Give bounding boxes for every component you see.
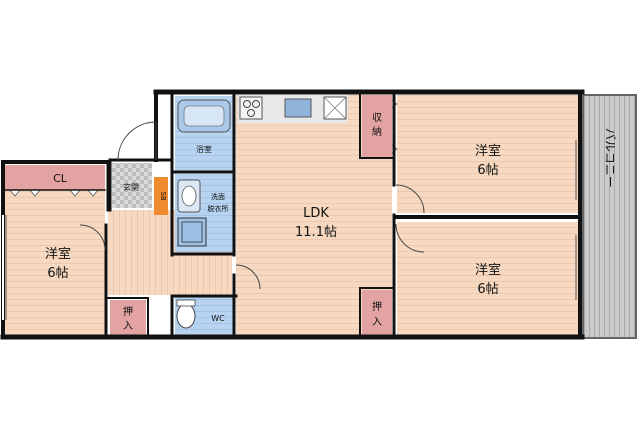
- bath-label: 浴室: [196, 144, 212, 154]
- oshiire-west-label-1: 押: [123, 305, 133, 318]
- west-room-name: 洋室: [45, 246, 71, 262]
- ldk-name: LDK: [303, 206, 329, 221]
- se-room-name: 洋室: [475, 262, 501, 278]
- ne-room-name: 洋室: [475, 143, 501, 159]
- ldk-size: 11.1帖: [295, 225, 337, 240]
- shoebox-label: SB: [159, 191, 167, 200]
- balcony: [582, 94, 637, 339]
- storage-label-1: 収: [372, 112, 382, 124]
- washroom-label-1: 洗面: [211, 192, 225, 201]
- entrance-label: 玄関: [123, 182, 139, 192]
- ne-room-size: 6帖: [477, 163, 498, 178]
- balcony-label: バルコニー: [603, 128, 617, 188]
- oshiire-west-label-2: 入: [123, 321, 133, 332]
- west-room-size: 6帖: [47, 266, 68, 281]
- oshiire-ldk-label-2: 入: [372, 317, 382, 328]
- closet-label: CL: [53, 172, 68, 185]
- fixtures: [9, 96, 398, 329]
- doors: [2, 121, 577, 320]
- oshiire-ldk-label-1: 押: [372, 300, 382, 313]
- storage-label-2: 納: [372, 125, 382, 138]
- washroom-label-2: 脱衣所: [208, 204, 229, 213]
- se-room-size: 6帖: [477, 282, 498, 297]
- toilet-label: WC: [211, 314, 225, 323]
